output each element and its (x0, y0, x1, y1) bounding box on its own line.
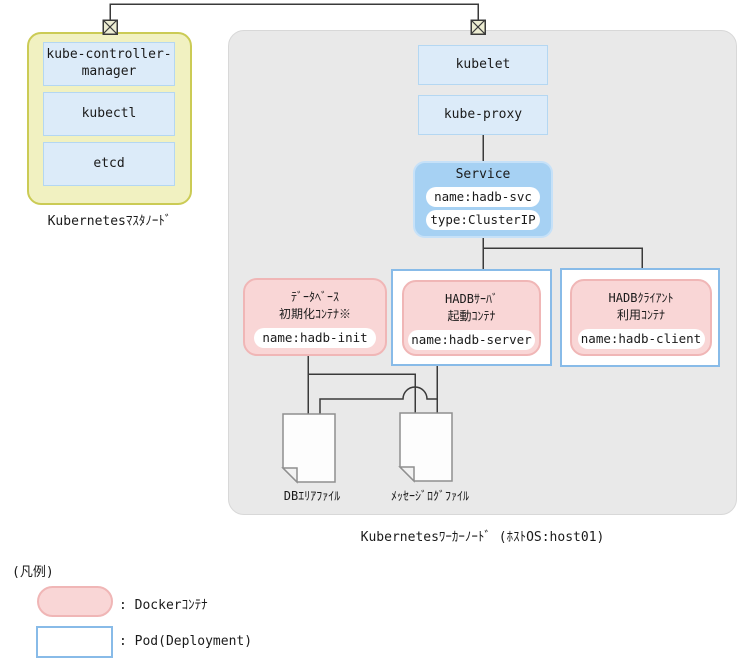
container-hadb-server-pill: name:hadb-server (408, 329, 535, 350)
service-title: Service (455, 167, 511, 182)
component-kube-proxy: kube-proxy (418, 95, 548, 135)
master-node-label: Kubernetesﾏｽﾀﾉｰﾄﾞ (47, 214, 172, 229)
file-label-message-log: ﾒｯｾｰｼﾞﾛｸﾞﾌｧｲﾙ (390, 489, 469, 503)
container-hadb-client-title: HADBｸﾗｲｱﾝﾄ 利用ｺﾝﾃﾅ (608, 291, 674, 323)
file-label-db-area: DBｴﾘｱﾌｧｲﾙ (283, 489, 341, 503)
container-hadb-init-pill: name:hadb-init (254, 327, 376, 348)
component-kubectl: kubectl (43, 92, 175, 136)
legend-docker-label: : Dockerｺﾝﾃﾅ (119, 598, 208, 613)
container-hadb-server-title: HADBｻｰﾊﾞ 起動ｺﾝﾃﾅ (445, 292, 498, 324)
service-type-pill: type:ClusterIP (426, 210, 540, 230)
legend-docker-swatch (37, 586, 113, 617)
container-hadb-client-pill: name:hadb-client (577, 328, 705, 349)
component-kube-controller-manager: kube-controller- manager (43, 42, 175, 86)
component-kubelet: kubelet (418, 45, 548, 85)
legend-pod-swatch (36, 626, 113, 658)
component-etcd: etcd (43, 142, 175, 186)
legend-pod-label: : Pod(Deployment) (119, 634, 253, 649)
service-box: Service name:hadb-svc type:ClusterIP (413, 161, 553, 238)
service-name-pill: name:hadb-svc (426, 187, 540, 207)
legend-title: (凡例) (12, 565, 54, 580)
worker-node-label: Kubernetesﾜｰｶｰﾉｰﾄﾞ (ﾎｽﾄOS:host01) (360, 530, 605, 545)
container-hadb-init: ﾃﾞｰﾀﾍﾞｰｽ 初期化ｺﾝﾃﾅ※ name:hadb-init (243, 278, 387, 356)
container-hadb-init-title: ﾃﾞｰﾀﾍﾞｰｽ 初期化ｺﾝﾃﾅ※ (278, 290, 351, 322)
container-hadb-client: HADBｸﾗｲｱﾝﾄ 利用ｺﾝﾃﾅ name:hadb-client (570, 279, 712, 356)
container-hadb-server: HADBｻｰﾊﾞ 起動ｺﾝﾃﾅ name:hadb-server (402, 280, 541, 356)
link-master-worker (109, 3, 479, 21)
